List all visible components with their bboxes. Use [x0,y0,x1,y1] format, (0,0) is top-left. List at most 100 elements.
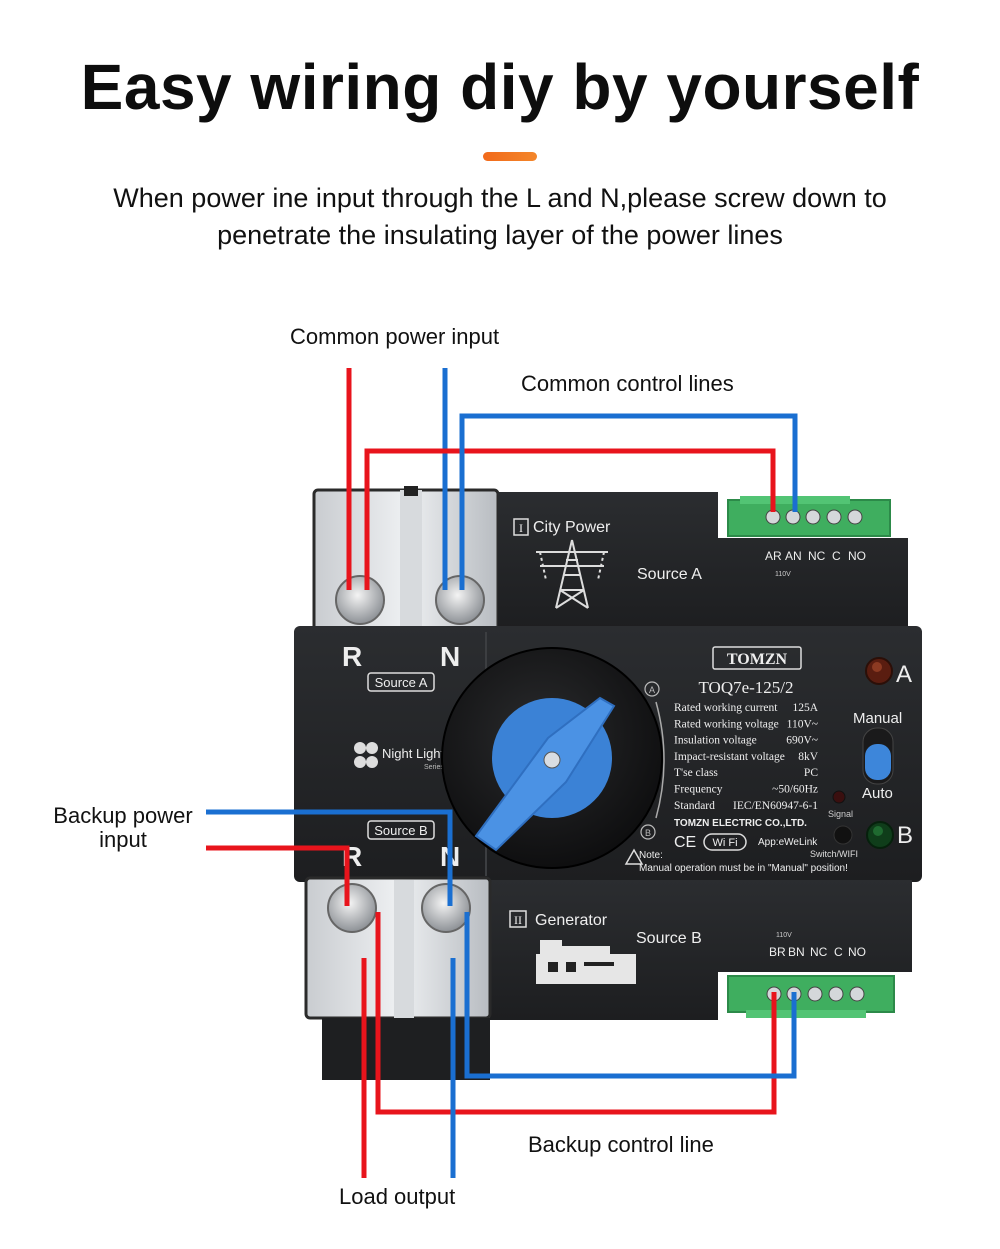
bottom-control-terminal [727,975,895,1018]
warning-icon [624,848,644,865]
callout-backup-power-input: Backup power input [53,803,193,852]
wire-control-a-neutral [459,413,798,590]
spec-label: T'se class [674,767,718,779]
signal-label: Signal [828,809,853,819]
wire-control-a-live [364,448,776,590]
din-foot [322,1018,490,1080]
ce-mark: CE [674,834,696,851]
spec-list: Rated working current 125A Rated working v… [674,702,819,812]
knob-arc [655,701,665,819]
wifi-button[interactable] [833,825,853,845]
bottom-cover-divider [394,880,414,1018]
term-br: BR [769,945,786,959]
page-title: Easy wiring diy by yourself [80,51,920,123]
source-a-module [498,492,908,630]
callout-common-control-lines: Common control lines [521,371,734,396]
spec-label: Rated working voltage [674,718,779,730]
source-b-module [490,880,912,1020]
spec-value: 8kV [798,751,819,763]
night-light-logo-icon [354,742,378,768]
mode-switch-handle[interactable] [865,744,891,780]
tag-source-a-box [367,672,435,692]
term-ar: AR [765,549,782,563]
knob-mark-b: B [645,828,651,838]
lamp-b-glow [873,826,883,836]
spec-label: Rated working current [674,702,778,714]
power-pylon-icon [536,539,608,609]
night-light-series: Series [424,764,444,771]
spec-value: IEC/EN60947-6-1 [733,800,818,812]
term-c-bottom: C [834,945,843,959]
roman-two-box [509,910,527,928]
spec-label: Insulation voltage [674,735,757,747]
tag-source-b-box [367,820,435,840]
generator-label: Generator [535,912,608,929]
auto-label: Auto [862,785,893,802]
callout-common-power-input: Common power input [290,324,500,349]
spec-label: Frequency [674,784,723,796]
screw-top-r [335,575,385,625]
generator-icon [536,940,636,984]
spec-value: PC [804,767,818,779]
roman-one: I [519,521,523,535]
label-position-a: A [896,661,912,688]
spec-value: 125A [792,702,818,714]
term-volt-top: 110V [775,571,791,578]
spec-value: 690V~ [786,735,818,747]
wire-control-b-neutral [464,912,797,1079]
term-bn: BN [788,945,805,959]
roman-two: II [514,913,522,927]
callout-load-output: Load output [339,1184,456,1209]
roman-one-box [513,518,529,536]
knob-mark-b-ring [640,824,656,840]
term-nc-top: NC [808,549,826,563]
ats-device: R N R N Source A Source B Night Light Se… [294,486,922,1080]
wires [206,368,798,1178]
top-cover-divider [400,490,422,630]
tag-source-b: Source B [374,823,427,838]
spec-value: ~50/60Hz [772,784,818,796]
wire-backup-live [206,845,350,906]
spec-label: Standard [674,800,715,812]
manual-label: Manual [853,710,902,727]
wire-control-b-live [375,912,777,1115]
city-power-label: City Power [533,519,611,536]
top-control-terminal [727,496,891,537]
cover-clip [404,486,418,496]
source-a-label: Source A [637,566,702,583]
spec-label: Impact-resistant voltage [674,751,785,763]
knob-mark-a-ring [644,681,660,697]
term-no-bottom: NO [848,945,866,959]
company-name: TOMZN ELECTRIC CO.,LTD. [674,818,807,829]
term-c-top: C [832,549,841,563]
tag-source-a: Source A [375,675,428,690]
wifi-badge-box [703,833,747,851]
model-name: TOQ7e-125/2 [698,678,793,697]
signal-led [832,790,846,804]
subtitle-line-2: penetrate the insulating layer of the po… [217,220,783,250]
term-an: AN [785,549,802,563]
spec-value: 110V~ [787,718,818,730]
knob-mark-a: A [649,685,655,695]
label-r-top: R [342,641,362,672]
note-text: Manual operation must be in "Manual" pos… [639,863,848,874]
lamp-a-glow [872,662,882,672]
screw-bottom-n [421,883,471,933]
term-no-top: NO [848,549,866,563]
label-n-top: N [440,641,460,672]
term-nc-bottom: NC [810,945,828,959]
night-light-label: Night Light [382,746,445,761]
selector-knob[interactable] [441,647,663,869]
term-volt-bottom: 110V [776,932,792,939]
wire-backup-neutral [206,809,453,906]
brand-box [712,646,802,670]
callout-backup-control-line: Backup control line [528,1132,714,1157]
accent-divider [483,152,537,161]
app-name: App:eWeLink [758,837,818,848]
brand-logo: TOMZN [727,651,788,668]
page-subtitle: When power ine input through the L and N… [60,180,940,254]
switch-wifi-label: Switch/WIFI [810,849,858,859]
label-position-b: B [897,822,913,849]
screw-bottom-r [327,883,377,933]
